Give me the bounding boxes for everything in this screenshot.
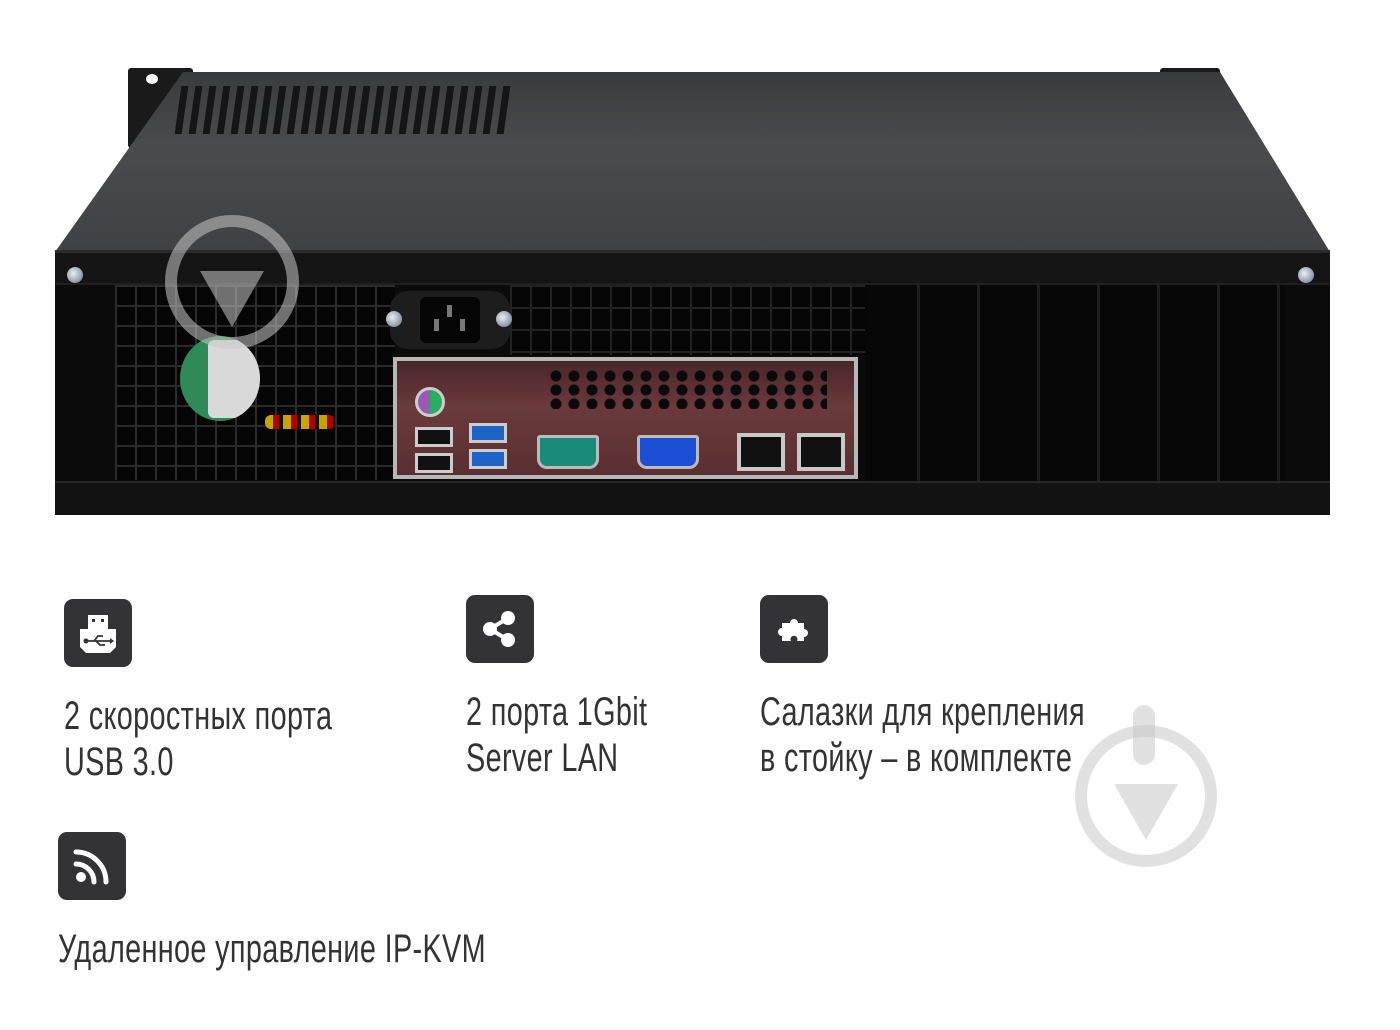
lan-port-2	[797, 433, 845, 471]
usb3-port	[469, 423, 507, 443]
screw-icon	[67, 267, 83, 283]
server-product-image	[0, 0, 1400, 540]
feature-text-line2: Server LAN	[466, 736, 619, 780]
feature-text-line1: 2 порта 1Gbit	[466, 690, 648, 734]
feature-rails: Салазки для крепления в стойку – в компл…	[760, 595, 1211, 781]
watermark-stem	[1133, 705, 1155, 765]
feature-usb: 2 скоростных порта USB 3.0	[64, 599, 437, 785]
screw-icon	[1298, 267, 1314, 283]
lan-port-1	[737, 433, 785, 471]
feature-text-line2: USB 3.0	[64, 740, 174, 784]
rss-wireless-icon	[58, 832, 126, 900]
fan-wires	[265, 415, 335, 429]
usb-icon	[64, 599, 132, 667]
usb2-port	[415, 453, 453, 473]
power-socket	[386, 291, 512, 349]
feature-text-line1: 2 скоростных порта	[64, 694, 333, 738]
serial-com-port	[537, 435, 599, 469]
usb3-port	[469, 449, 507, 469]
share-network-icon	[466, 595, 534, 663]
fan-label	[180, 336, 260, 421]
expansion-slots	[865, 285, 1285, 485]
feature-text-line1: Удаленное управление IP-KVM	[58, 927, 486, 971]
psu-grille	[510, 285, 865, 355]
feature-text-line1: Салазки для крепления	[760, 690, 1085, 734]
puzzle-icon	[760, 595, 828, 663]
usb2-port	[415, 427, 453, 447]
feature-ipkvm: Удаленное управление IP-KVM	[58, 832, 652, 972]
vga-port	[637, 435, 699, 469]
watermark-icon	[165, 215, 299, 349]
feature-text-line2: в стойку – в комплекте	[760, 736, 1073, 780]
ps2-port	[415, 387, 445, 417]
io-shield	[393, 357, 858, 479]
feature-lan: 2 порта 1Gbit Server LAN	[466, 595, 718, 781]
top-vents	[174, 86, 564, 134]
